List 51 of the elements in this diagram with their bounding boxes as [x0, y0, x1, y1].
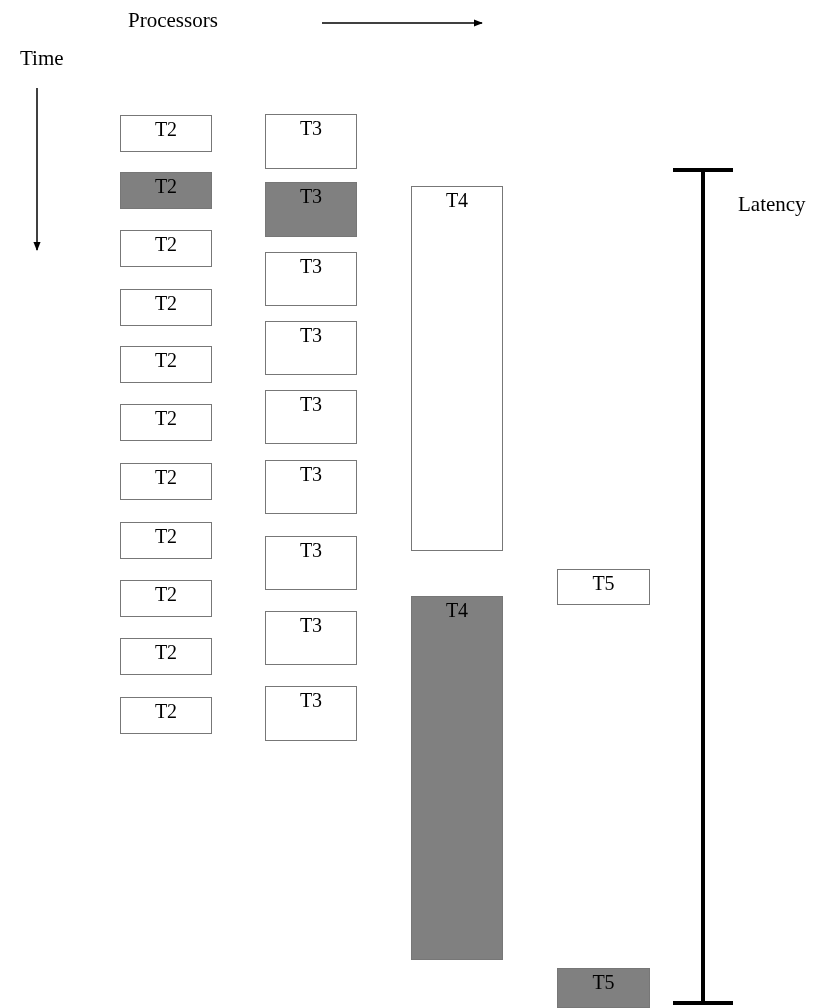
task-label: T4 — [445, 189, 469, 211]
task-box — [265, 252, 357, 306]
axis-label: Processors — [128, 8, 218, 33]
task-label: T2 — [154, 118, 178, 140]
task-label: T2 — [154, 700, 178, 722]
task-box — [120, 289, 212, 326]
task-label: T3 — [299, 324, 323, 346]
task-label: T3 — [299, 185, 323, 207]
task-label: T2 — [154, 525, 178, 547]
task-box — [120, 580, 212, 617]
task-label: T3 — [299, 539, 323, 561]
task-label: T4 — [445, 599, 469, 621]
task-box — [265, 321, 357, 375]
task-label: T5 — [592, 572, 615, 594]
task-box — [120, 404, 212, 441]
task-box — [120, 115, 212, 152]
task-label: T3 — [299, 393, 323, 415]
task-box — [265, 460, 357, 514]
task-box — [411, 186, 503, 551]
task-box — [120, 522, 212, 559]
task-label: T2 — [154, 641, 178, 663]
task-box — [120, 230, 212, 267]
task-label: T2 — [154, 583, 178, 605]
task-box — [120, 172, 212, 209]
task-box — [120, 463, 212, 500]
task-label: T2 — [154, 175, 178, 197]
task-label: T3 — [299, 463, 323, 485]
task-box — [557, 968, 650, 1008]
task-box — [265, 686, 357, 741]
task-box — [265, 390, 357, 444]
task-box — [265, 182, 357, 237]
task-box — [120, 638, 212, 675]
task-box — [557, 569, 650, 605]
task-box — [120, 346, 212, 383]
task-box — [265, 114, 357, 169]
task-label: T2 — [154, 407, 178, 429]
task-label: T3 — [299, 614, 323, 636]
task-label: T5 — [592, 971, 615, 993]
task-box — [411, 596, 503, 960]
task-box — [265, 611, 357, 665]
task-label: T3 — [299, 117, 323, 139]
dimension-label: Latency — [738, 192, 806, 217]
task-box — [265, 536, 357, 590]
task-label: T3 — [299, 255, 323, 277]
task-label: T2 — [154, 233, 178, 255]
axis-label: Time — [20, 46, 64, 71]
task-label: T2 — [154, 466, 178, 488]
task-box — [120, 697, 212, 734]
task-label: T2 — [154, 349, 178, 371]
task-label: T3 — [299, 689, 323, 711]
task-label: T2 — [154, 292, 178, 314]
